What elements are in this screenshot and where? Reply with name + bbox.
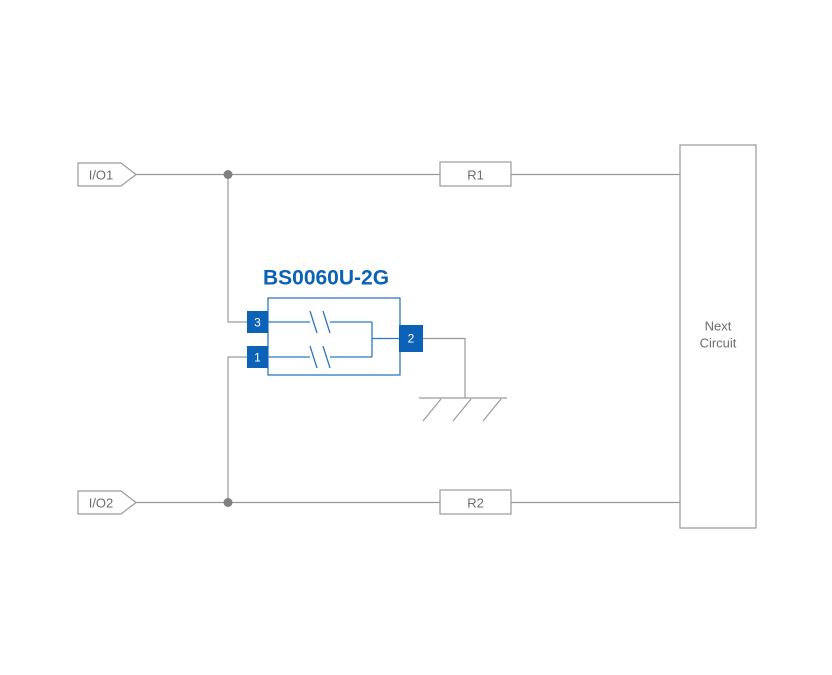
component-label: BS0060U-2G — [263, 267, 389, 290]
tvs-bottom-plate-right — [322, 345, 331, 369]
io2-port-tag — [77, 490, 137, 515]
io2-port-label: I/O2 — [89, 496, 114, 511]
wire-pin2-to-ground — [423, 337, 466, 398]
ground-hatch-3 — [482, 398, 502, 422]
pin-2-number: 2 — [408, 332, 415, 346]
wire-io2-to-pin1 — [227, 356, 247, 503]
pin-3-pad — [247, 311, 268, 333]
resistor-r2-box — [439, 489, 512, 515]
resistor-r1-label: R1 — [467, 168, 484, 183]
component-body — [267, 297, 401, 376]
pin-2-pad — [399, 325, 423, 352]
resistor-r2-label: R2 — [467, 496, 484, 511]
tvs-top-plate-left — [309, 310, 318, 334]
junction-dot-io2 — [223, 498, 233, 507]
next-circuit-block — [679, 144, 757, 529]
ground-symbol — [419, 397, 507, 422]
pin-1-number: 1 — [254, 351, 261, 365]
next-circuit-label-line2: Circuit — [700, 336, 737, 351]
wire-io1-to-pin3 — [227, 174, 247, 323]
tvs-bottom-plate-left — [309, 345, 318, 369]
junction-dot-io1 — [223, 170, 233, 179]
component-internals — [268, 310, 399, 369]
io1-port-tag — [77, 162, 137, 187]
next-circuit-label-line1: Next — [705, 319, 732, 334]
resistor-r1-box — [439, 161, 512, 187]
ground-hatch-2 — [452, 398, 472, 422]
ground-hatch-1 — [422, 398, 442, 422]
io1-port-label: I/O1 — [89, 168, 114, 183]
pin-1-pad — [247, 346, 268, 368]
tvs-top-plate-right — [322, 310, 331, 334]
pin-3-number: 3 — [254, 316, 261, 330]
